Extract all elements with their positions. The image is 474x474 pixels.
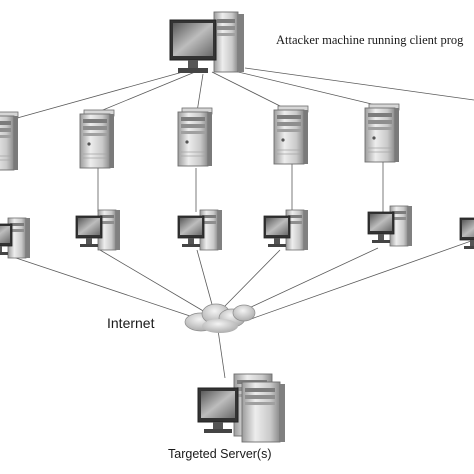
agent-computer-3-icon — [177, 209, 223, 251]
internet-cloud-icon — [184, 303, 256, 333]
link-attacker-handler-6 — [244, 67, 474, 101]
agent-cloud-links — [9, 239, 474, 321]
link-cloud-target — [217, 329, 226, 379]
link-agent-2-cloud — [99, 249, 206, 313]
target-server-icon — [197, 373, 285, 443]
link-attacker-handler-2 — [97, 71, 196, 113]
link-agent-5-cloud — [235, 247, 379, 315]
handler-server-4-icon — [273, 105, 309, 165]
link-agent-6-cloud — [247, 239, 474, 321]
agent-computer-4-icon — [263, 209, 309, 251]
handler-server-3-icon — [177, 107, 213, 167]
agent-computer-2-icon — [75, 209, 121, 251]
targeted-servers-label: Targeted Server(s) — [168, 447, 272, 461]
attacker-links — [9, 67, 474, 121]
attacker-machine-label: Attacker machine running client prog — [276, 33, 464, 47]
link-agent-4-cloud — [222, 249, 281, 309]
link-agent-3-cloud — [196, 249, 214, 309]
link-attacker-handler-5 — [229, 69, 381, 107]
link-attacker-handler-4 — [211, 71, 293, 113]
link-attacker-handler-1 — [9, 69, 191, 121]
handler-server-2-icon — [79, 109, 115, 169]
handler-server-1-icon — [0, 111, 19, 171]
agent-computer-6-icon — [459, 211, 474, 253]
attacker-machine-icon — [169, 11, 244, 73]
handler-agent-links — [97, 160, 384, 212]
handler-server-5-icon — [364, 103, 400, 163]
internet-label: Internet — [107, 315, 155, 331]
agent-computer-5-icon — [367, 205, 413, 247]
link-attacker-handler-3 — [196, 73, 204, 113]
link-agent-1-cloud — [9, 255, 197, 319]
agent-computer-1-icon — [0, 217, 31, 259]
